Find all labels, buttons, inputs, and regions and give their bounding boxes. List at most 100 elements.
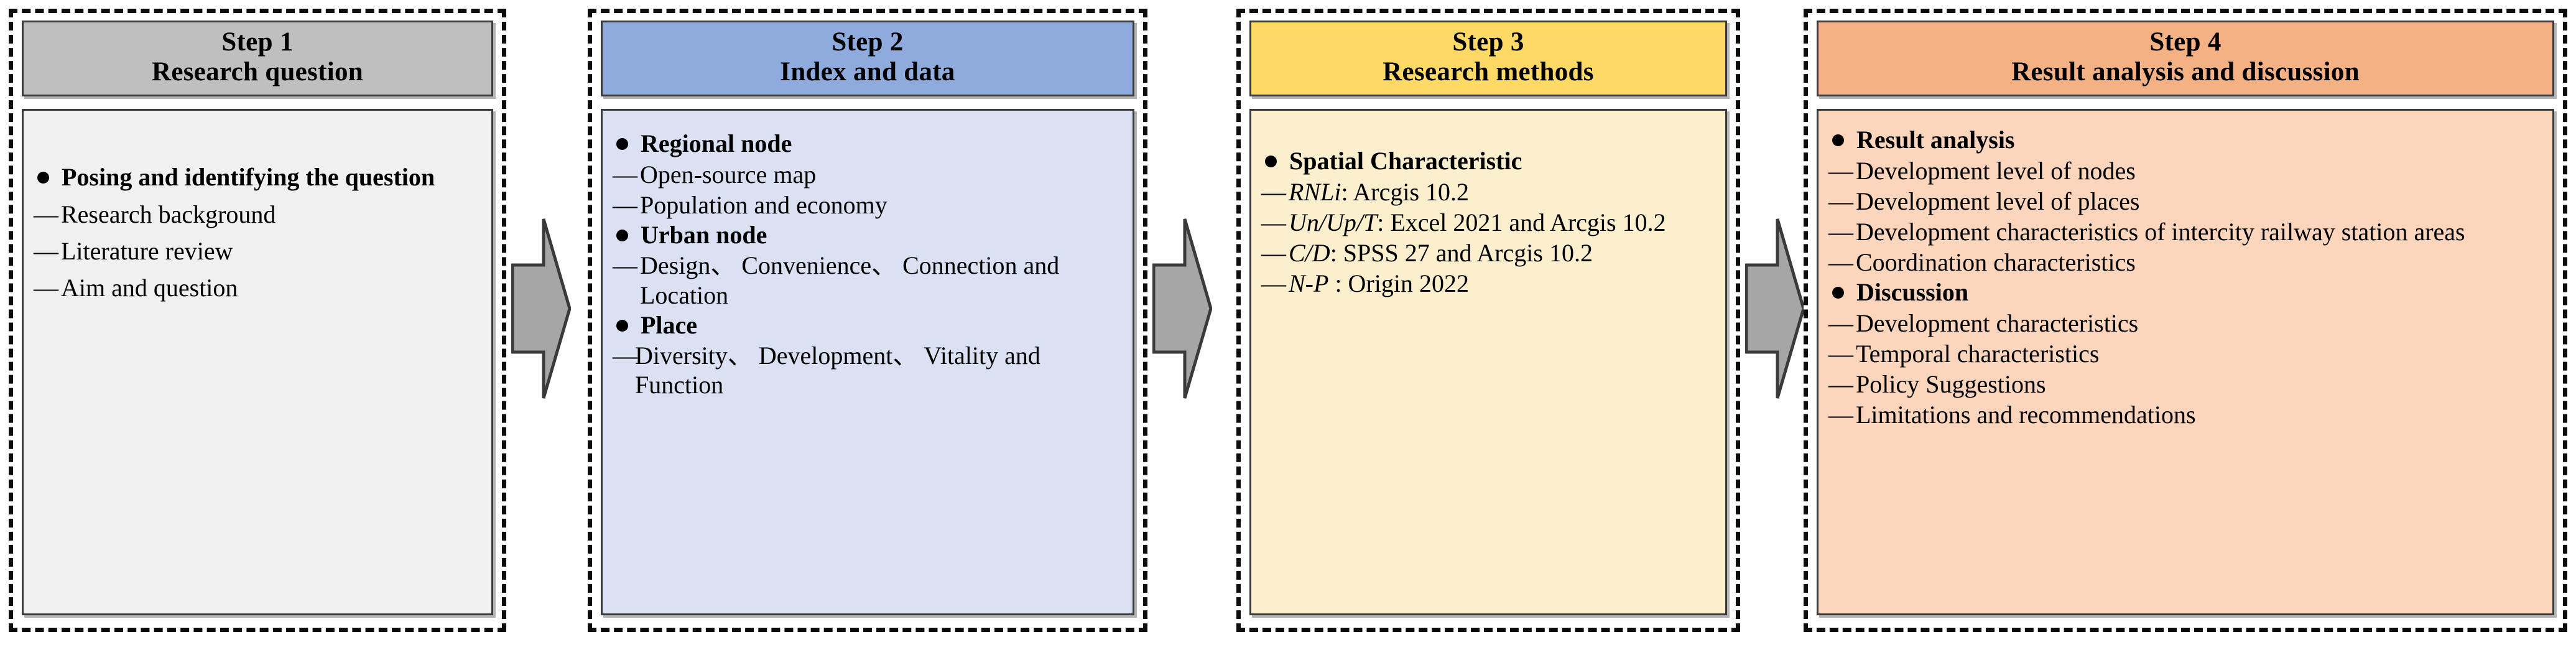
step-2-header: Step 2 Index and data [601, 21, 1134, 97]
step-1-body: Posing and identifying the question — Re… [22, 109, 493, 615]
list-item-label: Policy Suggestions [1856, 370, 2046, 399]
list-item-label: Place [641, 310, 698, 339]
list-item-label: Result analysis [1856, 126, 2015, 154]
list-item-label: Coordination characteristics [1856, 248, 2136, 277]
list-item: — Aim and question [34, 273, 481, 302]
list-item: — Policy Suggestions [1828, 370, 2542, 399]
bullet-dot-icon [1832, 287, 1844, 299]
method-symbol: Un/Up/T [1289, 208, 1378, 236]
dash-marker-icon: — [1828, 218, 1853, 246]
arrow-step3-to-step4 [1745, 216, 1805, 401]
list-item-label: Limitations and recommendations [1856, 401, 2196, 429]
list-item: — Un/Up/T: Excel 2021 and Arcgis 10.2 [1261, 208, 1715, 237]
method-symbol: N-P [1289, 269, 1329, 298]
list-item: Place [613, 311, 1123, 340]
list-item: Result analysis [1828, 126, 2542, 154]
step-panel-3: Step 3 Research methods Spatial Characte… [1236, 9, 1740, 632]
method-tool: : Excel 2021 and Arcgis 10.2 [1377, 208, 1666, 236]
step-2-subtitle: Index and data [780, 57, 955, 87]
bullet-dot-icon [616, 319, 628, 332]
list-item-label: N-P : Origin 2022 [1289, 269, 1715, 298]
list-item-label: Urban node [641, 221, 767, 249]
dash-marker-icon: — [1261, 239, 1286, 268]
step-2-title: Step 2 [832, 27, 904, 57]
list-item: — RNLi: Arcgis 10.2 [1261, 177, 1715, 207]
dash-marker-icon: — [34, 200, 58, 228]
dash-marker-icon: — [1261, 269, 1286, 298]
list-item-label: Development level of nodes [1856, 156, 2136, 185]
list-item-label: Temporal characteristics [1856, 340, 2100, 368]
step-4-header: Step 4 Result analysis and discussion [1817, 21, 2554, 97]
list-item-label: Un/Up/T: Excel 2021 and Arcgis 10.2 [1289, 208, 1715, 237]
list-item-label: C/D: SPSS 27 and Arcgis 10.2 [1289, 238, 1715, 268]
list-item-label: Aim and question [61, 274, 238, 302]
list-item: — Development characteristics [1828, 309, 2542, 338]
list-item-label: Development characteristics of intercity… [1856, 218, 2465, 246]
method-tool: : Arcgis 10.2 [1341, 177, 1470, 206]
list-item-label: Open-source map [640, 160, 817, 189]
bullet-dot-icon [37, 172, 49, 184]
list-item: — Design、 Convenience、 Connection and Lo… [613, 251, 1123, 309]
dash-marker-icon: — [34, 236, 58, 265]
list-item: — N-P : Origin 2022 [1261, 269, 1715, 298]
list-item-label: Diversity、 Development、 Vitality and Fun… [635, 342, 1040, 399]
dash-marker-icon: — [34, 274, 58, 302]
list-item-label: Development level of places [1856, 187, 2140, 215]
list-item-label: Population and economy [640, 190, 887, 219]
dash-marker-icon: — [613, 190, 637, 219]
dash-marker-icon: — [1828, 370, 1853, 399]
method-tool: : SPSS 27 and Arcgis 10.2 [1330, 239, 1593, 268]
list-item-label: RNLi: Arcgis 10.2 [1289, 177, 1715, 207]
list-item-label: Spatial Characteristic [1289, 147, 1522, 175]
dash-marker-icon: — [1261, 177, 1286, 206]
list-item: — Development level of places [1828, 187, 2542, 216]
step-3-subtitle: Research methods [1383, 57, 1594, 87]
method-symbol: C/D [1289, 239, 1330, 268]
list-item: — Open-source map [613, 160, 1123, 189]
step-1-title: Step 1 [221, 27, 294, 57]
list-item: Discussion [1828, 278, 2542, 307]
step-4-body: Result analysis — Development level of n… [1817, 109, 2554, 615]
arrow-step1-to-step2 [511, 216, 571, 401]
list-item-label: Development characteristics [1856, 309, 2139, 337]
arrow-step2-to-step3 [1152, 216, 1212, 401]
dash-marker-icon: — [1828, 156, 1853, 185]
list-item: Regional node [613, 129, 1123, 158]
step-panel-4: Step 4 Result analysis and discussion Re… [1804, 9, 2567, 632]
list-item: — Literature review [34, 236, 481, 266]
list-item-label: Regional node [641, 129, 792, 158]
list-item-label: Literature review [61, 236, 233, 265]
list-item: Spatial Characteristic [1261, 147, 1715, 175]
list-item: Posing and identifying the question [34, 163, 481, 192]
step-3-title: Step 3 [1452, 27, 1524, 57]
list-item: — Limitations and recommendations [1828, 400, 2542, 429]
step-3-header: Step 3 Research methods [1249, 21, 1727, 97]
dash-marker-icon: — [613, 251, 637, 280]
list-item: — Research background [34, 200, 481, 229]
step-3-body: Spatial Characteristic — RNLi: Arcgis 10… [1249, 109, 1727, 615]
method-tool: : Origin 2022 [1328, 269, 1469, 298]
step-1-subtitle: Research question [152, 57, 363, 87]
list-item: — Population and economy [613, 190, 1123, 220]
step-4-subtitle: Result analysis and discussion [2011, 57, 2360, 87]
list-item-label: Posing and identifying the question [62, 163, 435, 192]
dash-marker-icon: — [613, 160, 637, 189]
bullet-dot-icon [1832, 134, 1844, 147]
list-item: — Development level of nodes [1828, 156, 2542, 185]
list-item: — C/D: SPSS 27 and Arcgis 10.2 [1261, 238, 1715, 268]
list-item: — Development characteristics of interci… [1828, 217, 2542, 246]
list-item: — Coordination characteristics [1828, 248, 2542, 277]
dash-marker-icon: — [1828, 401, 1853, 429]
list-item-label: Discussion [1856, 278, 1969, 307]
dash-marker-icon: — [1261, 208, 1286, 236]
dash-marker-icon: — [1828, 248, 1853, 277]
list-item: — Diversity、 Development、 Vitality and F… [613, 341, 1123, 399]
bullet-dot-icon [616, 230, 628, 242]
step-1-header: Step 1 Research question [22, 21, 493, 97]
step-4-title: Step 4 [2149, 27, 2222, 57]
list-item-label: Design、 Convenience、 Connection and Loca… [640, 251, 1060, 309]
step-panel-2: Step 2 Index and data Regional node — Op… [588, 9, 1147, 632]
step-2-body: Regional node — Open-source map — Popula… [601, 109, 1134, 615]
dash-marker-icon: — [1828, 309, 1853, 337]
